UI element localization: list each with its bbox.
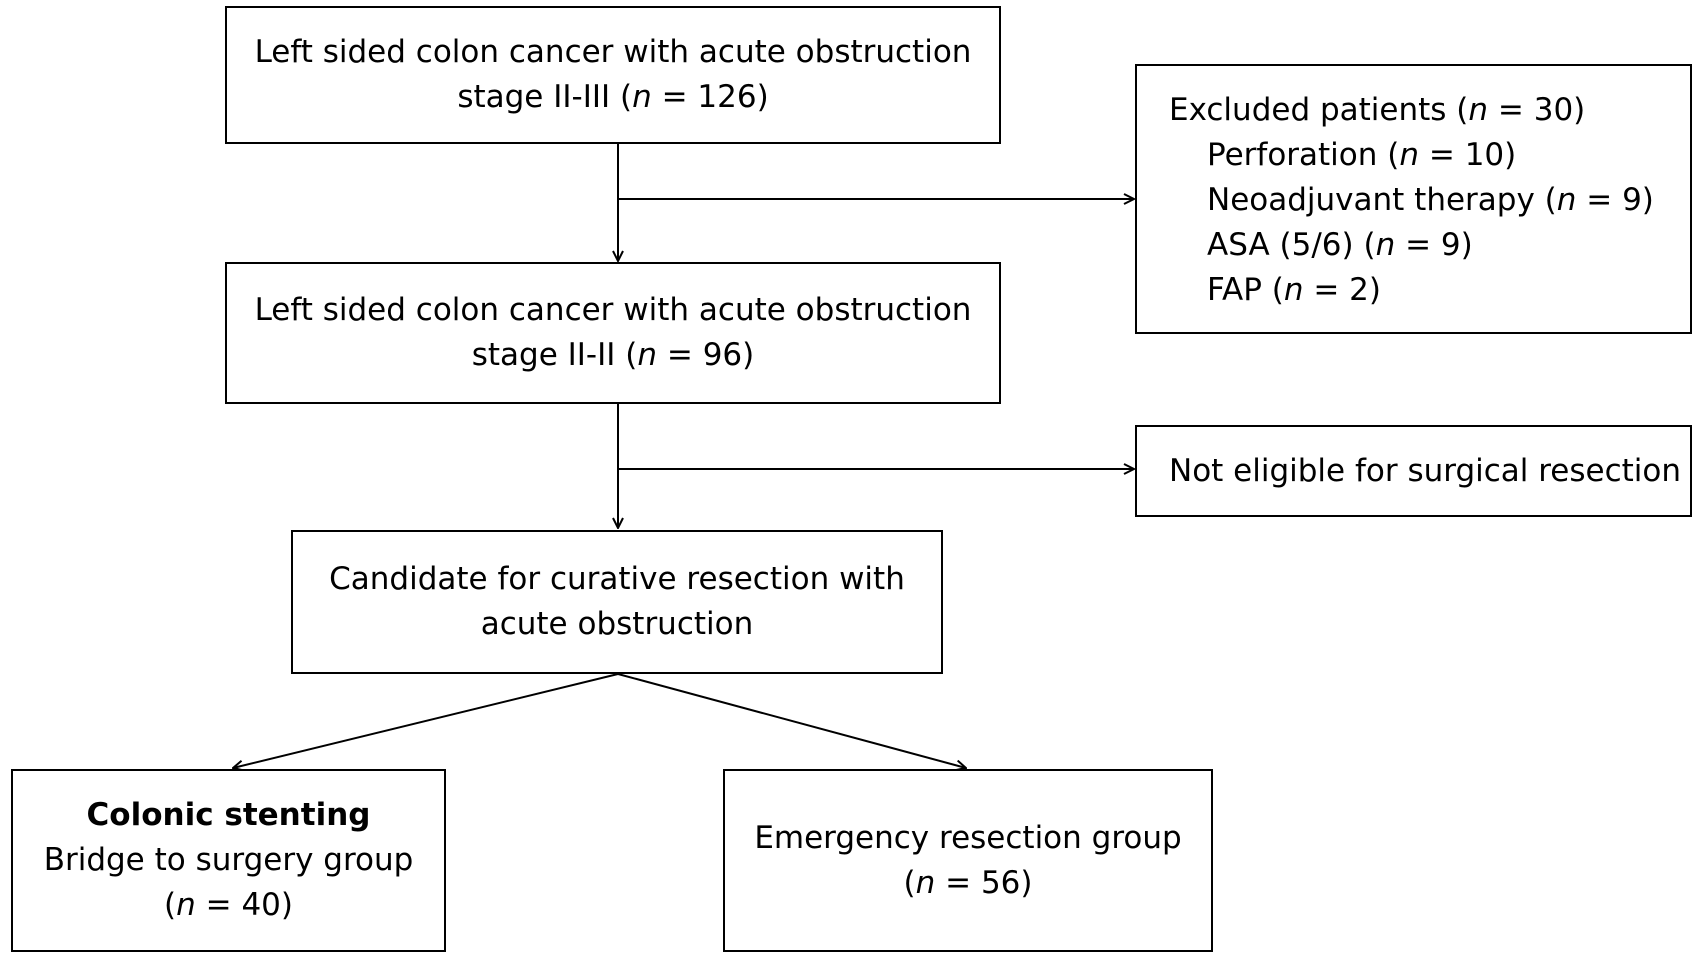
excluded-item-fap: FAP (n = 2): [1207, 272, 1381, 308]
candidate-line2: acute obstruction: [480, 606, 754, 642]
not-eligible-text: Not eligible for surgical resection: [1169, 452, 1682, 489]
stenting-title: Colonic stenting: [86, 797, 371, 833]
second-line1: Left sided colon cancer with acute obstr…: [254, 292, 972, 328]
candidate-line1: Candidate for curative resection with: [329, 561, 905, 597]
stenting-line2: Bridge to surgery group: [43, 842, 414, 878]
emergency-line1: Emergency resection group: [754, 819, 1182, 856]
emergency-line2: (n = 56): [903, 864, 1033, 901]
box-emergency-resection: Emergency resection group (n = 56): [723, 769, 1213, 952]
excluded-title: Excluded patients (n = 30): [1169, 92, 1586, 128]
box-not-eligible: Not eligible for surgical resection: [1135, 425, 1692, 517]
box-initial-cohort: Left sided colon cancer with acute obstr…: [225, 6, 1001, 144]
initial-line1: Left sided colon cancer with acute obstr…: [254, 34, 972, 70]
second-line2: stage II-II (n = 96): [471, 337, 755, 373]
arrow-to-emergency: [617, 673, 966, 768]
excluded-item-perforation: Perforation (n = 10): [1207, 137, 1517, 173]
excluded-item-neoadjuvant: Neoadjuvant therapy (n = 9): [1207, 182, 1654, 218]
stenting-line3: (n = 40): [164, 887, 293, 923]
box-candidate: Candidate for curative resection with ac…: [291, 530, 943, 674]
box-colonic-stenting: Colonic stenting Bridge to surgery group…: [11, 769, 446, 952]
box-excluded-patients: Excluded patients (n = 30) Perforation (…: [1135, 64, 1692, 334]
arrow-to-stenting: [233, 673, 619, 768]
initial-line2: stage II-III (n = 126): [457, 79, 769, 115]
excluded-item-asa: ASA (5/6) (n = 9): [1207, 227, 1473, 263]
box-second-cohort: Left sided colon cancer with acute obstr…: [225, 262, 1001, 404]
